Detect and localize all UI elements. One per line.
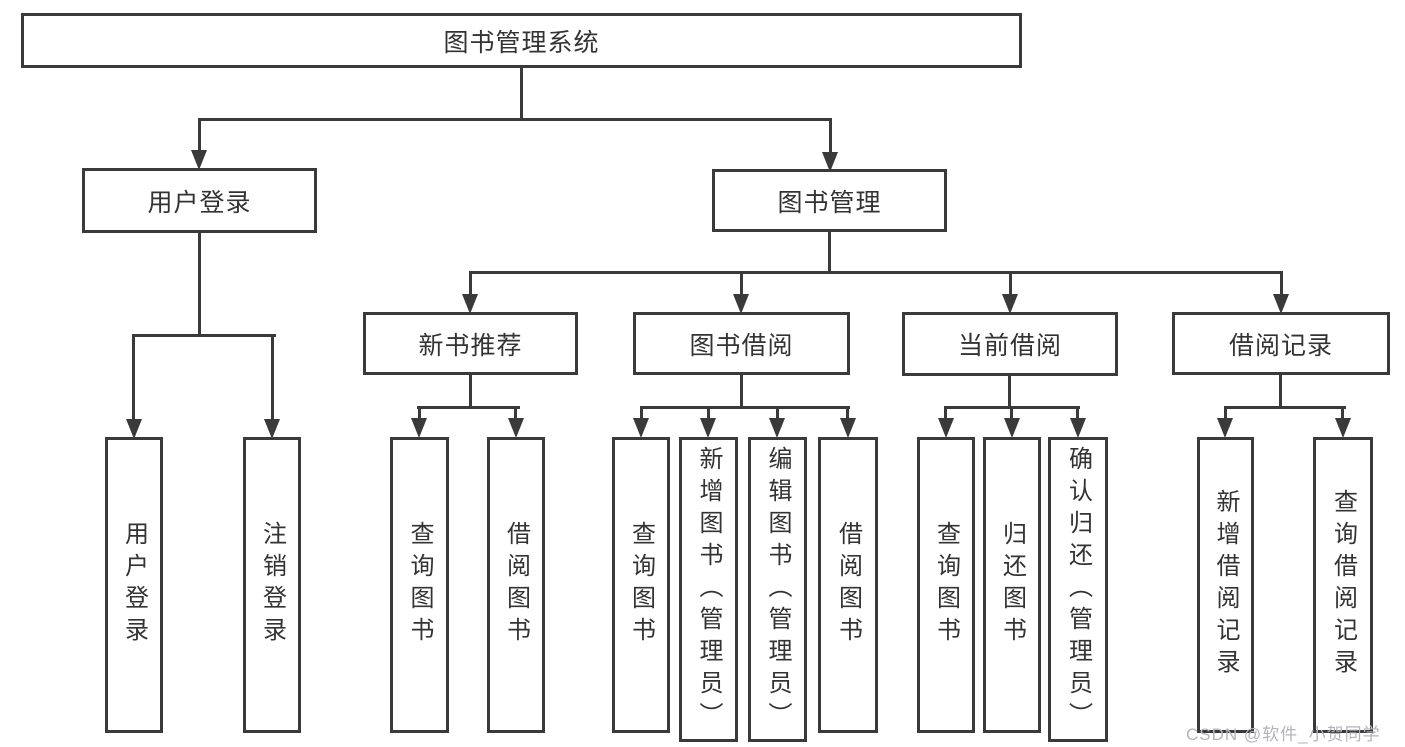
connector-line [198, 233, 201, 337]
node-current-borrowing: 当前借阅 [902, 312, 1118, 376]
leaf-label: 查询图书 [932, 521, 960, 649]
arrowhead-down-icon [264, 419, 280, 439]
connector-line [640, 406, 850, 409]
arrowhead-down-icon [126, 419, 142, 439]
connector-line [198, 118, 832, 121]
arrowhead-down-icon [769, 418, 785, 438]
leaf-label: 确认归还（管理员） [1064, 445, 1092, 734]
leaf-label: 借阅图书 [502, 521, 530, 649]
connector-line [417, 406, 520, 409]
connector-line [1008, 376, 1011, 409]
leaf-label: 查询图书 [627, 521, 655, 649]
node-borrowing-records: 借阅记录 [1172, 312, 1390, 375]
leaf-query-book-borrowing: 查询图书 [612, 437, 670, 733]
leaf-label: 用户登录 [120, 521, 148, 649]
leaf-label: 新增图书（管理员） [695, 445, 722, 734]
connector-line [469, 271, 472, 297]
arrowhead-down-icon [633, 418, 649, 438]
arrowhead-down-icon [1004, 418, 1020, 438]
connector-line [1341, 406, 1344, 421]
connector-line [707, 406, 710, 421]
connector-line [1280, 271, 1283, 297]
connector-line [469, 375, 472, 409]
arrowhead-down-icon [1335, 418, 1351, 438]
connector-line [944, 406, 947, 421]
node-book-borrowing: 图书借阅 [633, 312, 850, 375]
connector-line [640, 406, 643, 421]
connector-line [1224, 406, 1227, 421]
connector-line [740, 375, 743, 409]
arrowhead-down-icon [1217, 418, 1233, 438]
arrowhead-down-icon [411, 418, 427, 438]
csdn-watermark: CSDN @软件_小贺同学 [1186, 725, 1381, 744]
leaf-edit-book-admin: 编辑图书（管理员） [748, 437, 807, 742]
connector-line [520, 68, 523, 119]
connector-line [776, 406, 779, 421]
arrowhead-down-icon [1070, 418, 1086, 438]
leaf-add-book-admin: 新增图书（管理员） [679, 437, 738, 742]
arrowhead-down-icon [822, 152, 838, 172]
arrowhead-down-icon [508, 418, 524, 438]
arrowhead-down-icon [462, 294, 478, 314]
leaf-logout: 注销登录 [243, 437, 301, 733]
leaf-borrow-book-borrowing: 借阅图书 [818, 437, 878, 733]
arrowhead-down-icon [700, 418, 716, 438]
leaf-label: 查询图书 [406, 521, 433, 649]
connector-line [1009, 271, 1012, 297]
connector-line [132, 334, 135, 422]
leaf-user-login: 用户登录 [105, 437, 163, 733]
arrowhead-down-icon [191, 150, 207, 170]
arrowhead-down-icon [840, 418, 856, 438]
leaf-borrow-book-recommend: 借阅图书 [487, 437, 545, 733]
node-book-management-group: 图书管理 [712, 169, 947, 232]
leaf-confirm-return-admin: 确认归还（管理员） [1048, 437, 1108, 742]
node-user-login-group: 用户登录 [82, 168, 317, 233]
connector-line [271, 334, 274, 422]
arrowhead-down-icon [938, 418, 954, 438]
leaf-label: 编辑图书（管理员） [764, 445, 791, 734]
leaf-label: 查询借阅记录 [1329, 489, 1357, 681]
connector-line [418, 406, 421, 421]
connector-line [1279, 375, 1282, 409]
connector-line [1010, 406, 1013, 421]
connector-line [198, 118, 201, 154]
leaf-query-book-recommend: 查询图书 [390, 437, 449, 733]
arrowhead-down-icon [1002, 294, 1018, 314]
arrowhead-down-icon [1273, 294, 1289, 314]
connector-line [828, 232, 831, 274]
connector-line [514, 406, 517, 421]
connector-line [740, 271, 743, 297]
connector-line [469, 271, 1283, 274]
leaf-return-book: 归还图书 [983, 437, 1041, 733]
arrowhead-down-icon [733, 294, 749, 314]
leaf-label: 归还图书 [998, 521, 1026, 649]
leaf-add-borrow-record: 新增借阅记录 [1197, 437, 1254, 733]
node-library-management-system: 图书管理系统 [21, 13, 1022, 68]
connector-line [1076, 406, 1079, 421]
leaf-label: 借阅图书 [834, 521, 862, 649]
leaf-query-borrow-record: 查询借阅记录 [1313, 437, 1373, 733]
connector-line [829, 118, 832, 156]
leaf-query-book-current: 查询图书 [917, 437, 975, 733]
connector-line [1224, 406, 1346, 409]
connector-line [132, 334, 276, 337]
connector-line [846, 406, 849, 421]
leaf-label: 注销登录 [258, 521, 286, 649]
node-new-book-recommend: 新书推荐 [363, 312, 578, 375]
leaf-label: 新增借阅记录 [1212, 489, 1239, 681]
